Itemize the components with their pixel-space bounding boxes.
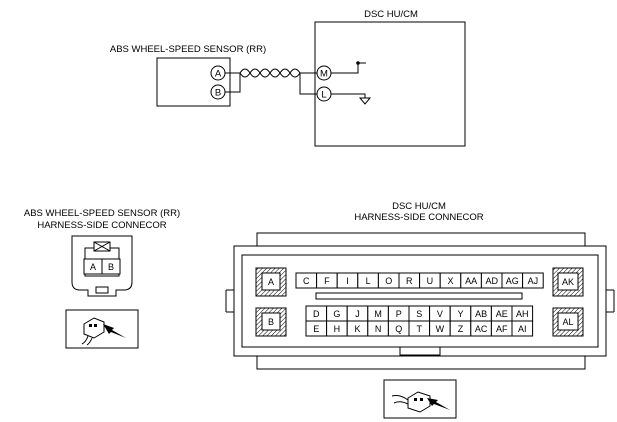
corner-block-b: B [255,307,287,337]
terminal-label: O [385,276,392,286]
terminal-label: L [366,276,371,286]
terminal-label: AD [485,276,498,286]
terminal-label: AH [516,309,529,319]
sensor-terminal-a: A [90,262,96,272]
module-internal-wiring [331,61,372,105]
terminal-label: E [313,324,319,334]
connector-view-icon [65,309,139,349]
terminal-label: N [375,324,382,334]
terminal-label: D [313,309,320,319]
terminal-cell [511,320,534,337]
terminal-label: Y [457,309,463,319]
module-label: DSC HU/CM [364,9,418,20]
corner-block-al: AL [552,307,584,337]
terminal-label: C [303,276,310,286]
terminal-label: AF [496,324,508,334]
sensor-pin-a: A [215,69,222,80]
terminal-label: K [354,324,360,334]
terminal-label: AC [475,324,488,334]
terminal-grid: C F I L O R U X AA AD AG AJ D G J M P S V Y AB AE AH E H K N Q T W Z AC… [295,272,544,337]
terminal-label: Q [395,324,402,334]
terminal-label: V [437,309,443,319]
terminal-label: I [346,276,349,286]
terminal-label: AJ [528,276,539,286]
module-connector-title-1: DSC HU/CM [392,201,446,212]
terminal-label: H [334,324,341,334]
terminal-label: F [324,276,330,286]
terminal-label: AG [506,276,519,286]
ground-icon [358,97,372,105]
module-connector: DSC HU/CM HARNESS-SIDE CONNECOR A B [225,201,615,419]
sensor-pin-b: B [215,88,221,99]
terminal-cell [522,272,544,289]
sensor-connector-title-1: ABS WHEEL-SPEED SENSOR (RR) [24,208,180,219]
terminal-label: R [406,276,413,286]
terminal-label: S [416,309,422,319]
sensor-connector-title-2: HARNESS-SIDE CONNECOR [37,220,166,231]
module-pin-l: L [321,90,326,101]
terminal-label: U [427,276,434,286]
terminal-label: T [417,324,423,334]
corner-block-ak: AK [552,267,584,297]
sensor-label: ABS WHEEL-SPEED SENSOR (RR) [110,44,266,55]
module-pin-m: M [320,69,328,80]
corner-block-a: A [255,267,287,297]
terminal-label: M [374,309,382,319]
terminal-label: AE [496,309,508,319]
terminal-label: AA [465,276,477,286]
terminal-label: X [447,276,453,286]
corner-label-b: B [268,317,274,327]
terminal-label: P [396,309,402,319]
corner-label-al: AL [562,317,573,327]
center-key-bar [315,292,523,300]
terminal-label: Z [458,324,464,334]
module-connector-housing [225,232,615,370]
module-connector-title-2: HARNESS-SIDE CONNECOR [354,212,483,223]
corner-label-a: A [268,277,274,287]
sensor-terminal-b: B [108,262,114,272]
terminal-label: AI [518,324,527,334]
terminal-label: J [355,309,360,319]
module-box [314,21,466,147]
schematic: DSC HU/CM ABS WHEEL-SPEED SENSOR (RR) A … [110,9,466,147]
sensor-connector: ABS WHEEL-SPEED SENSOR (RR) HARNESS-SIDE… [24,208,180,349]
corner-label-ak: AK [562,277,574,287]
twisted-pair-wire [225,68,317,95]
terminal-label: W [436,324,445,334]
connector-view-icon [383,379,457,419]
terminal-label: AB [475,309,487,319]
terminal-label: G [333,309,340,319]
